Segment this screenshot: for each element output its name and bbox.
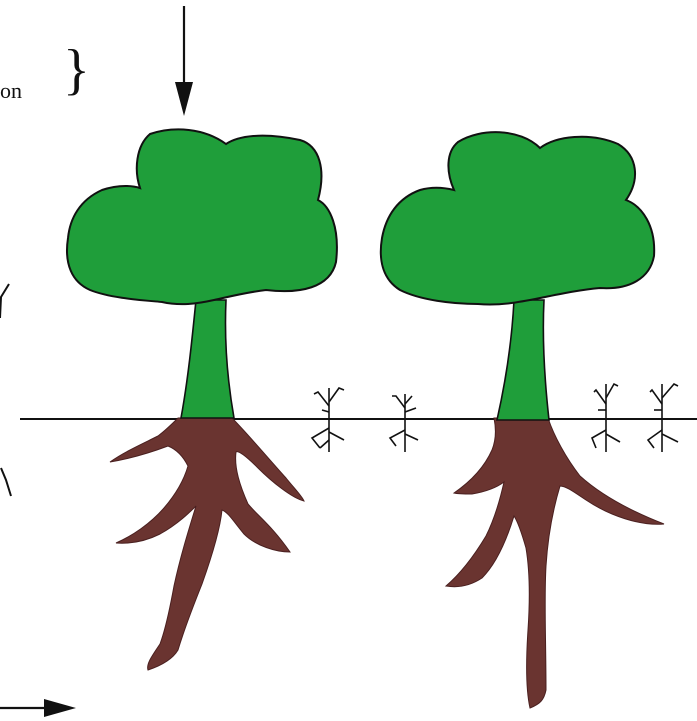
- down-arrow-icon: [175, 6, 193, 116]
- tree-1-canopy: [67, 129, 337, 304]
- tree-2-canopy: [381, 132, 654, 304]
- brace-symbol: }: [63, 39, 90, 101]
- left-bracket-mark-lower: [1, 468, 11, 496]
- right-arrow-icon: [0, 699, 76, 717]
- tree-2: [381, 132, 664, 708]
- seedling-2: [390, 394, 418, 452]
- tree-2-trunk: [497, 300, 549, 420]
- tree-1: [67, 129, 337, 670]
- tree-2-roots: [446, 418, 664, 708]
- tree-1-trunk: [181, 300, 234, 418]
- label-fragment-on: on: [0, 78, 22, 103]
- tree-1-roots: [110, 418, 304, 670]
- left-bracket-mark-upper: [0, 284, 9, 318]
